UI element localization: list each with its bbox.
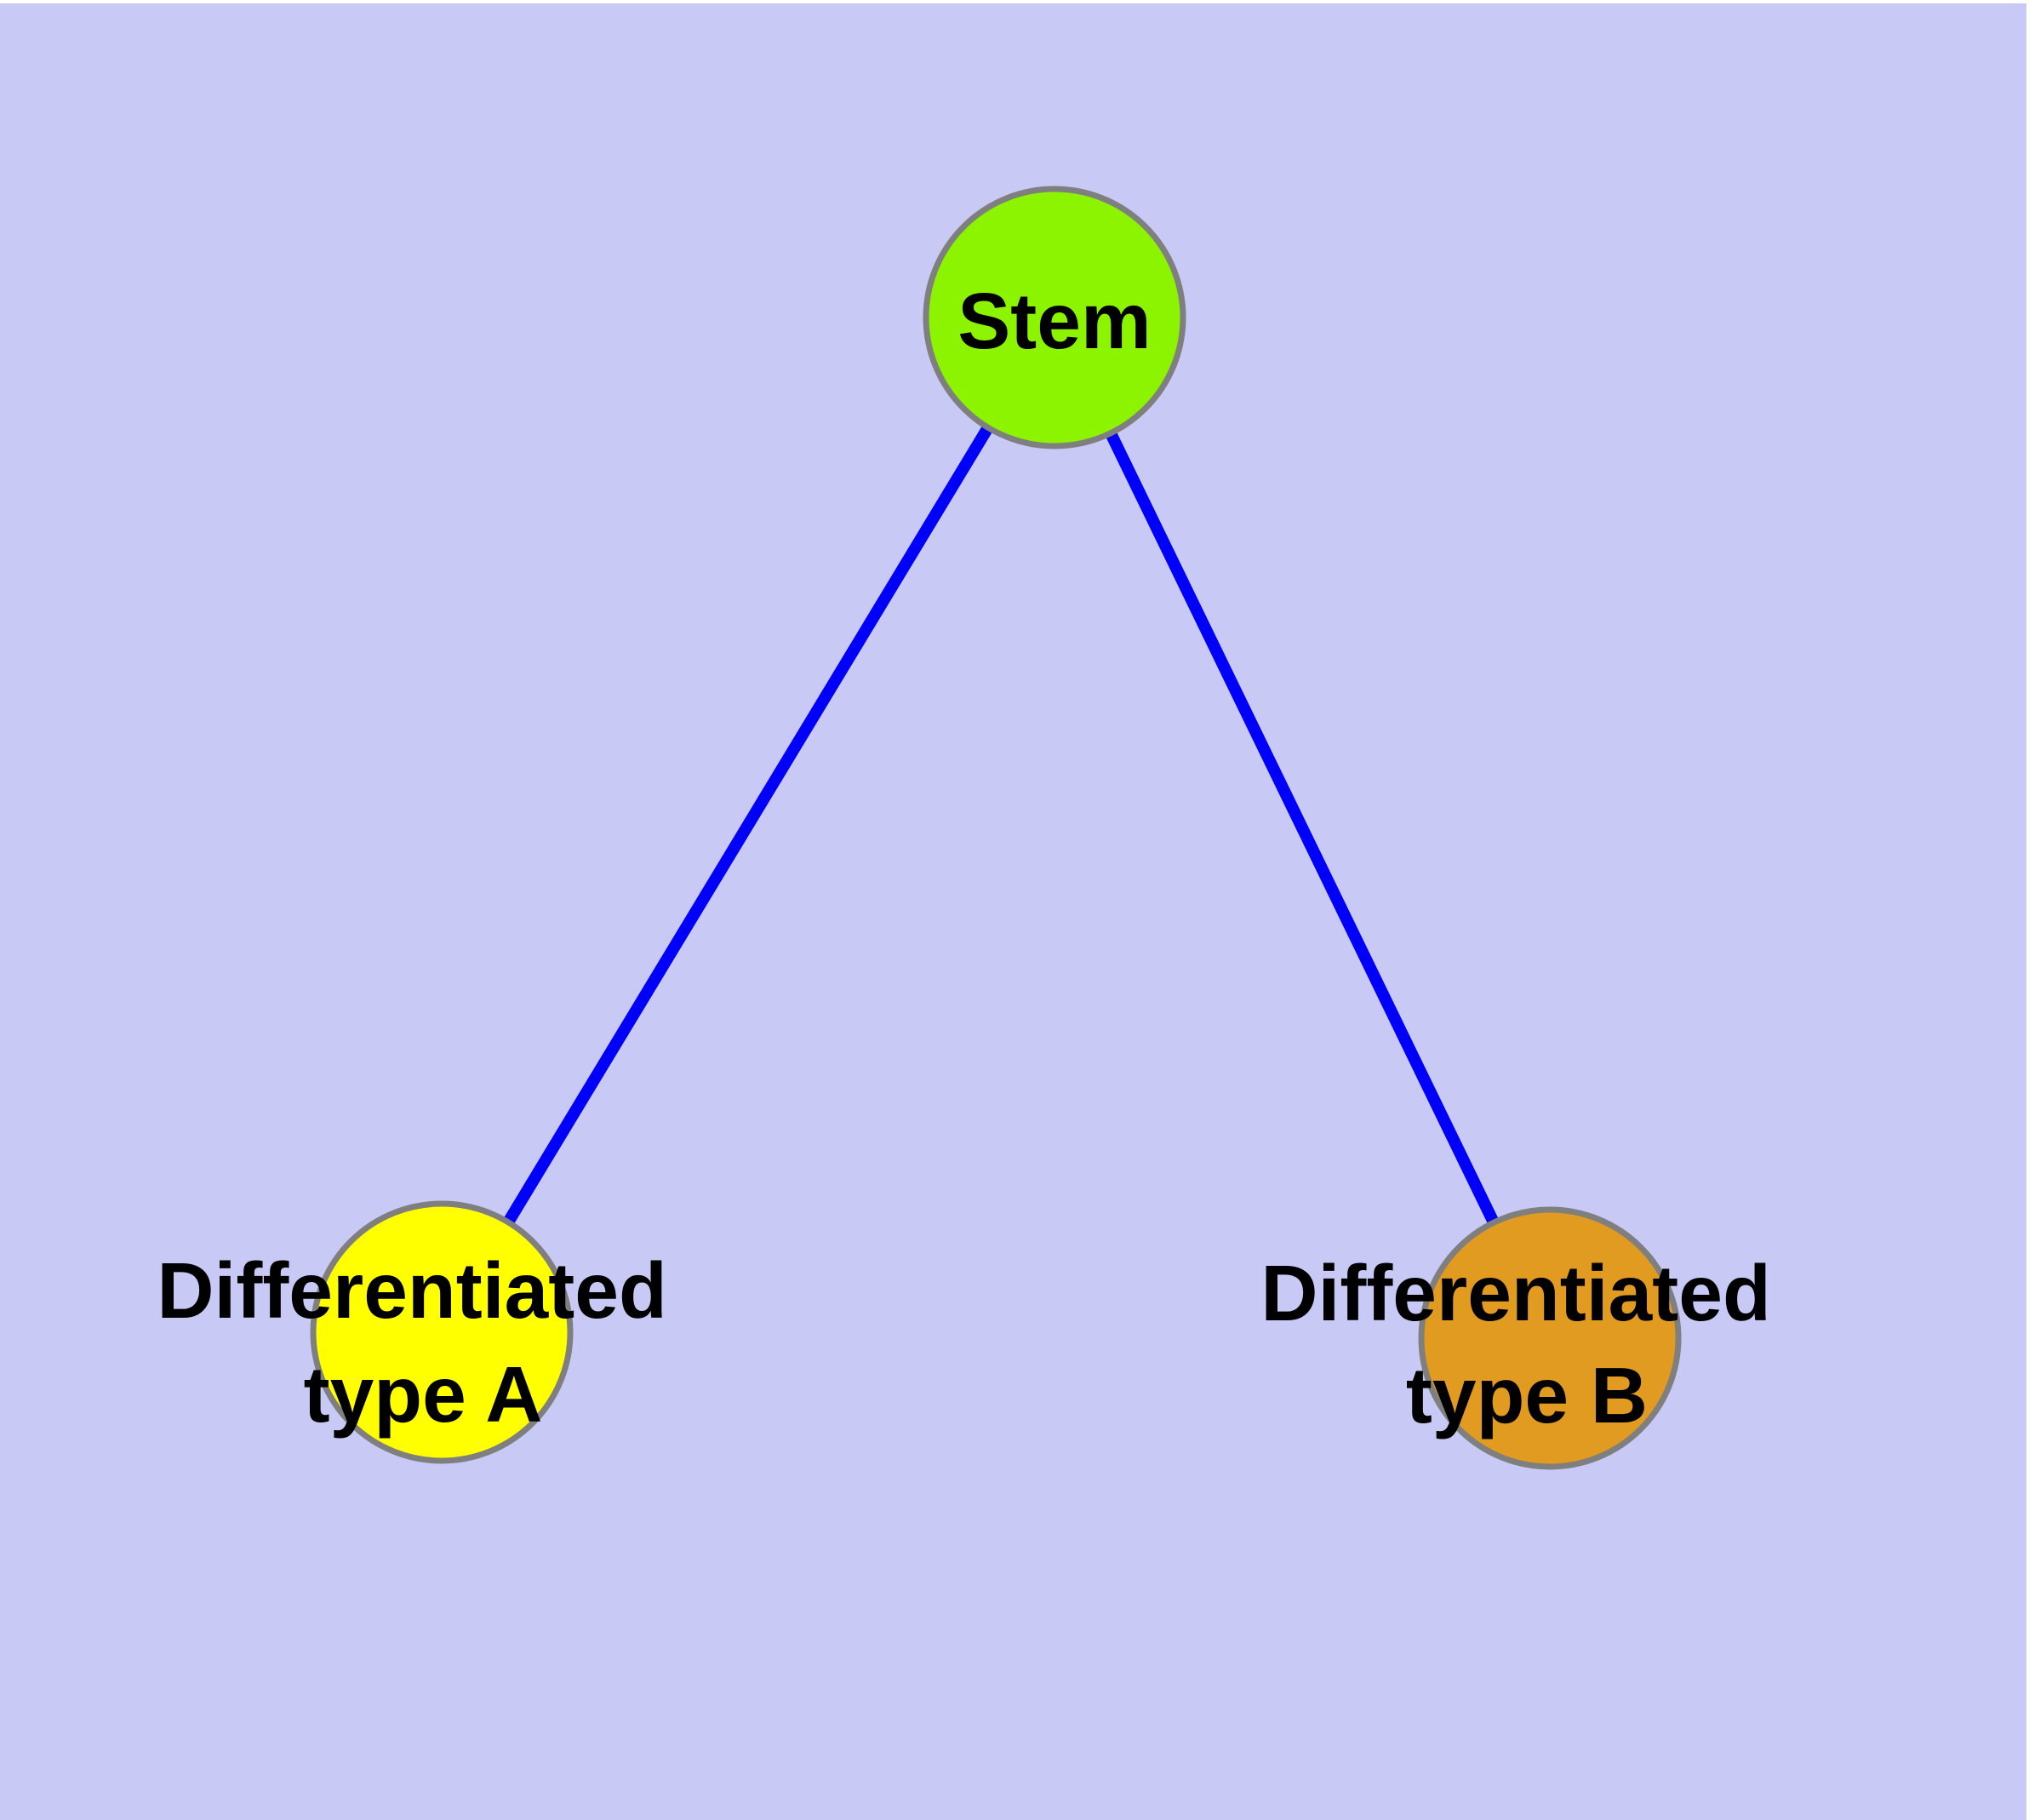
node-label-differentiated-type-b: Differentiated type B [1260,1249,1792,1439]
node-label-differentiated-type-a: Differentiated type A [157,1246,689,1439]
node-stem [923,186,1186,449]
node-label-line: type A [304,1350,543,1439]
edge-stem-to-type-a [437,314,1060,1336]
node-differentiated-type-b [1418,1206,1682,1470]
node-label-line: type B [1406,1351,1648,1439]
node-label-stem: Stem [957,277,1151,365]
edge-stem-to-type-b [1049,314,1556,1342]
node-differentiated-type-a [310,1200,574,1464]
node-label-line: Differentiated [157,1246,666,1335]
node-label-line: Differentiated [1260,1249,1770,1337]
